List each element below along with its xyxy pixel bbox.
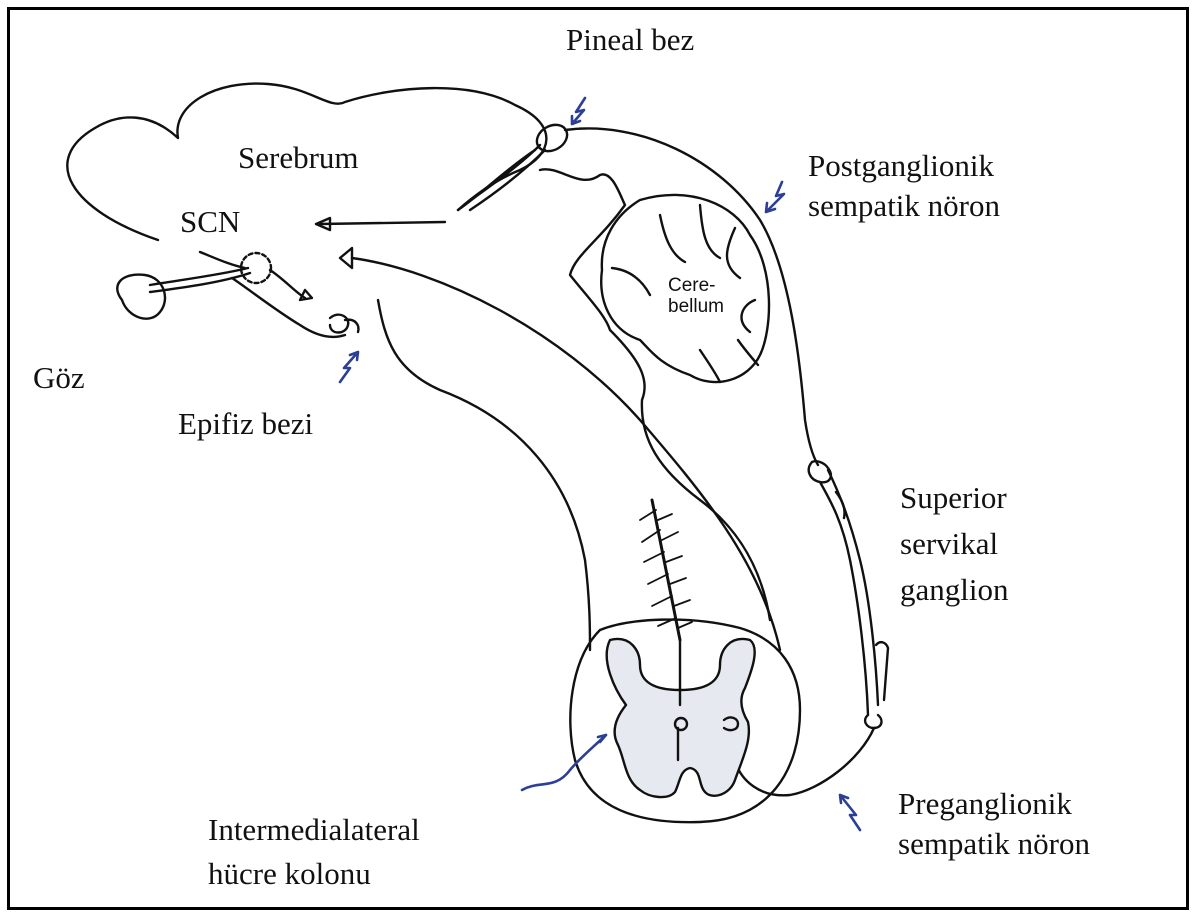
- label-postganglionik-line1: Postganglionik: [808, 148, 994, 185]
- label-scn: SCN: [180, 204, 240, 241]
- cerebellum-stem: [540, 169, 770, 620]
- preganglionik-pointer-icon: [840, 795, 860, 830]
- cerebrum-lower-edge: [200, 252, 245, 268]
- hypothalamic-pvn-head: [340, 248, 352, 268]
- label-preganglionik-line1: Preganglionik: [898, 786, 1072, 823]
- superior-cervical-ganglion: [809, 461, 882, 728]
- label-goz: Göz: [33, 360, 85, 397]
- brainstem-left-contour: [378, 300, 590, 650]
- label-serebrum: Serebrum: [238, 140, 359, 177]
- pituitary: [330, 315, 358, 333]
- label-superior-line3: ganglion: [900, 572, 1009, 609]
- preganglionic-fiber: [735, 728, 874, 795]
- label-cerebellum-line1: Cere-: [668, 276, 716, 296]
- pointer-arrows: [340, 98, 860, 830]
- label-epifiz-bezi: Epifiz bezi: [178, 406, 313, 443]
- eye: [117, 275, 165, 319]
- label-cerebellum-line2: bellum: [668, 297, 724, 317]
- pineal-pointer-icon: [572, 98, 585, 124]
- pineal-gland: [532, 120, 572, 157]
- postganglionic-pointer-icon: [766, 182, 784, 212]
- label-preganglionik-line2: sempatik nöron: [898, 826, 1090, 863]
- scn-efferent-arrow: [320, 222, 445, 224]
- pineal-stalk: [470, 150, 545, 210]
- label-intermedialateral-line1: Intermedialateral: [208, 812, 420, 849]
- epifiz-pointer-icon: [340, 352, 358, 382]
- label-pineal-bez: Pineal bez: [566, 22, 694, 59]
- intermedio-pointer-icon: [522, 735, 606, 790]
- hypothalamus-tick: [300, 290, 312, 300]
- label-superior-line1: Superior: [900, 480, 1007, 517]
- label-intermedialateral-line2: hücre kolonu: [208, 856, 371, 893]
- label-superior-line2: servikal: [900, 526, 998, 563]
- label-postganglionik-line2: sempatik nöron: [808, 188, 1000, 225]
